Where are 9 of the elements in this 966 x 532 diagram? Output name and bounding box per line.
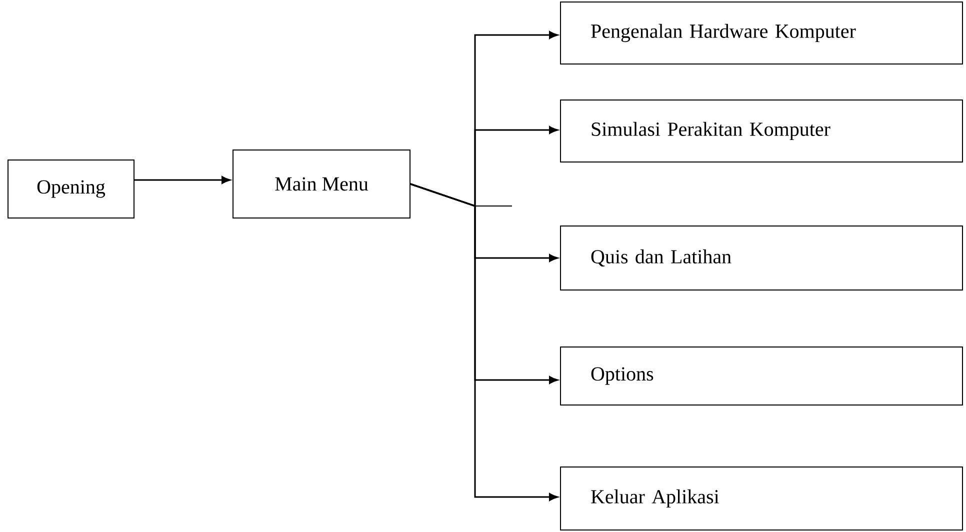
menu-box: Pengenalan Hardware Komputer (560, 2, 963, 64)
menu-box: Main Menu (232, 150, 410, 218)
menu-box: Opening (8, 160, 134, 218)
arrow (410, 183, 558, 501)
arrow (134, 176, 230, 184)
menu-box: Quis dan Latihan (560, 225, 963, 290)
menu-box: Keluar Aplikasi (560, 466, 963, 530)
menu-box: Options (560, 346, 963, 406)
menu-box: Simulasi Perakitan Komputer (560, 100, 963, 162)
